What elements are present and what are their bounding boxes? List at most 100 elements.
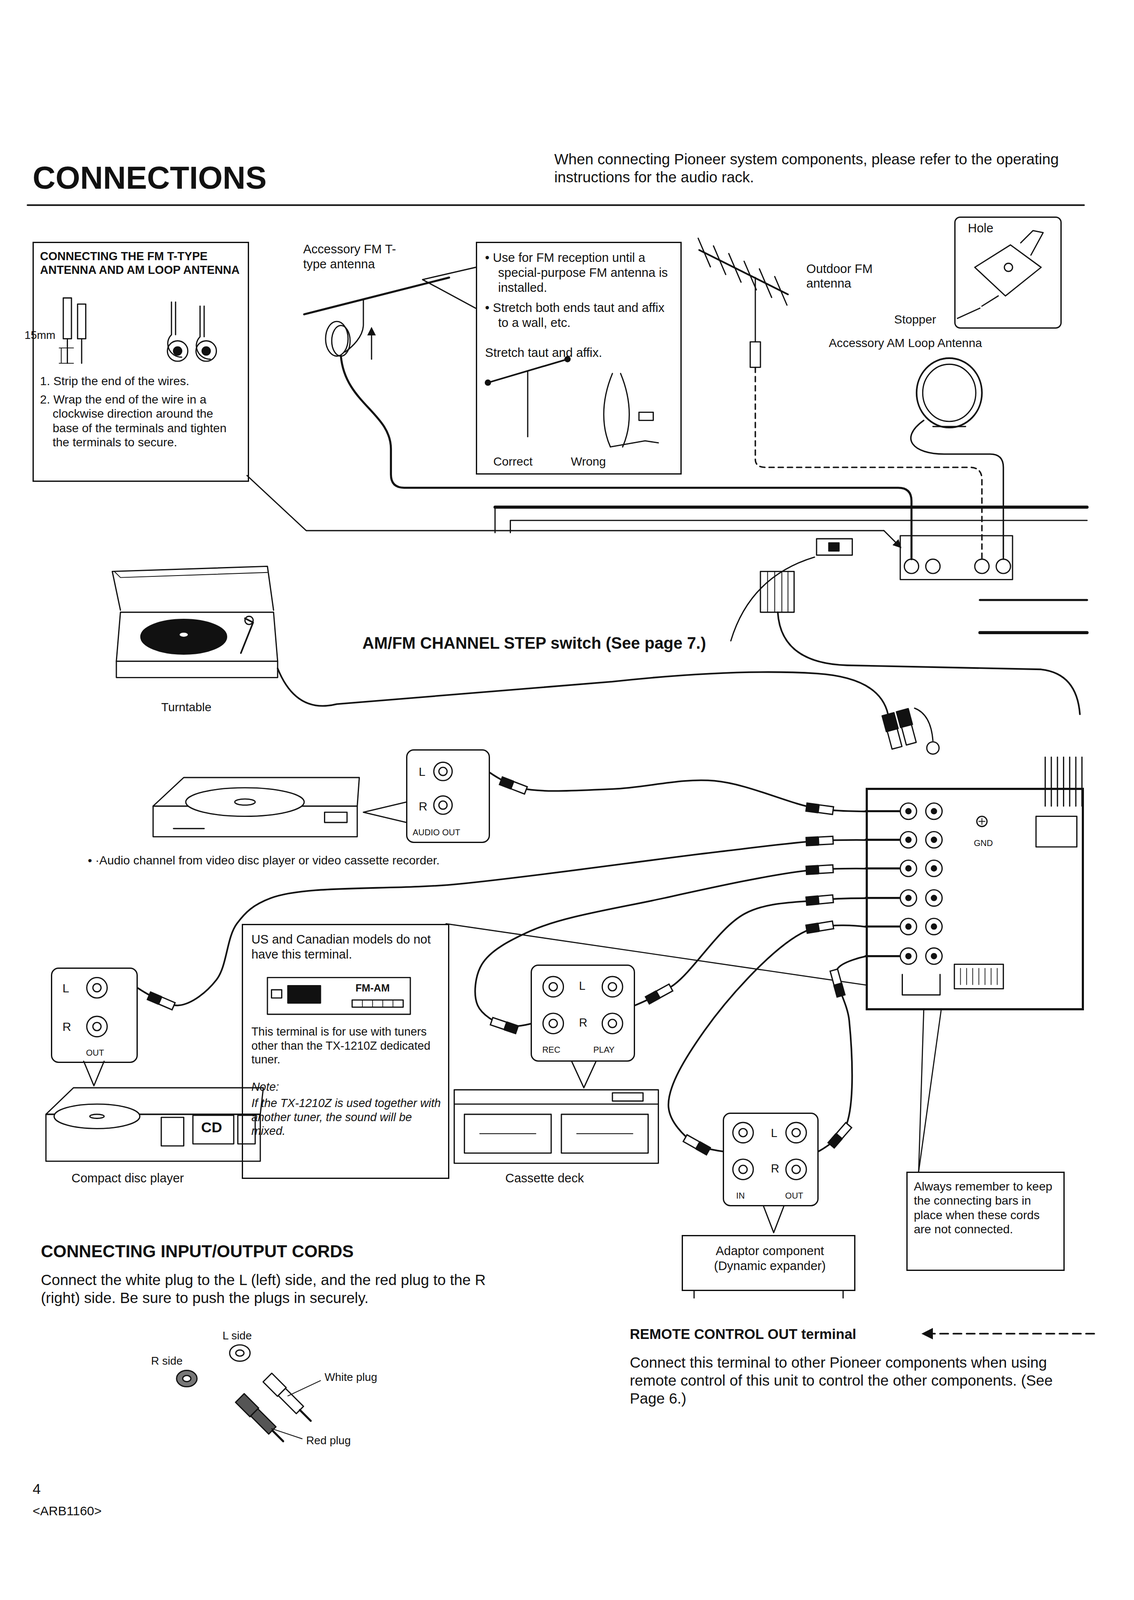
header-note: When connecting Pioneer system component… — [554, 150, 1075, 187]
rca-plug — [146, 991, 176, 1011]
receiver-rear-panel-detail — [905, 953, 912, 959]
fm-t-antenna — [371, 328, 373, 360]
leader-line — [246, 475, 884, 531]
antenna-feeder-dashed — [755, 367, 983, 559]
outdoor-fm-antenna — [698, 238, 789, 368]
box-text: CONNECTING THE FM T-TYPE ANTENNA AND AM … — [40, 249, 243, 278]
pointer — [763, 1206, 784, 1233]
turntable — [112, 566, 278, 678]
wire-strip-figure — [59, 347, 74, 364]
receiver-rear-panel-detail — [900, 803, 917, 820]
box-text: L — [578, 979, 594, 993]
antenna-cable — [341, 356, 912, 560]
terminal-figure — [167, 302, 182, 358]
part-label: Red plug — [306, 1433, 378, 1448]
fm-t-antenna — [422, 267, 476, 309]
jack-circles — [608, 982, 617, 991]
turntable — [112, 566, 274, 611]
leader-line — [730, 557, 815, 642]
audio-cable — [635, 898, 866, 1006]
receiver-rear-panel-detail — [902, 974, 941, 995]
turntable — [244, 616, 253, 625]
part-label: Compact disc player — [71, 1170, 225, 1186]
jack-panel: LRAUDIO OUT — [406, 749, 490, 844]
box-text: OUT — [785, 1190, 817, 1201]
turntable — [116, 612, 278, 662]
receiver-rear-panel-detail — [931, 837, 937, 843]
jack-circles — [439, 767, 448, 776]
box-text: Hole — [967, 220, 1030, 236]
receiver-rear-panel: GND — [865, 787, 1084, 1011]
callout-box: Always remember to keep the connecting b… — [906, 1171, 1065, 1271]
receiver-rear-panel-detail — [905, 808, 912, 814]
phono-plugs — [896, 708, 918, 746]
video-disc-player — [324, 812, 348, 823]
jack-circles — [86, 762, 807, 1180]
receiver-rear-top — [925, 559, 940, 574]
box-text: Note: — [251, 1080, 333, 1094]
rca-plug — [682, 1134, 712, 1156]
jack-panel: LROUT — [50, 967, 138, 1063]
jack-circles — [433, 795, 453, 815]
rca-plug — [805, 920, 835, 934]
page-number: 4 — [32, 1480, 54, 1498]
loop-stand-detail — [957, 308, 980, 319]
rca-plug — [644, 983, 674, 1005]
receiver-rear-panel-detail — [900, 860, 917, 877]
receiver-rear-panel-detail — [925, 831, 942, 848]
fm-t-antenna — [304, 267, 476, 360]
wire-strip-figure — [77, 304, 86, 339]
rca-plug — [805, 863, 834, 876]
receiver-rear-panel-detail — [931, 865, 937, 871]
note-box: • Use for FM reception until a special-p… — [475, 241, 683, 475]
receiver-rear-top — [979, 599, 1087, 602]
box-text: R — [770, 1161, 785, 1176]
receiver-rear-panel-detail — [1044, 756, 1082, 806]
outdoor-fm-antenna — [750, 341, 761, 368]
body-text: Connect this terminal to other Pioneer c… — [629, 1353, 1090, 1408]
box-text: PLAY — [593, 1044, 634, 1055]
rca-plug — [683, 1134, 700, 1149]
instruction-box: CONNECTING THE FM T-TYPE ANTENNA AND AM … — [32, 241, 250, 482]
box-text: Adaptor component (Dynamic expander) — [689, 1243, 851, 1274]
header-rule — [27, 204, 1084, 206]
wire-strip-figure — [59, 297, 86, 364]
box-text: • Stretch both ends taut and affix to a … — [485, 300, 677, 331]
terminal-figure — [201, 347, 211, 356]
receiver-rear-panel-detail — [905, 837, 912, 843]
rca-plug — [805, 835, 834, 847]
turntable — [116, 661, 278, 678]
cord-figure — [176, 1370, 198, 1387]
jack-circles — [92, 983, 101, 992]
fm-t-antenna — [331, 325, 351, 357]
rca-plug — [489, 1016, 520, 1035]
terminal-figure — [196, 305, 211, 360]
outdoor-fm-antenna — [754, 277, 757, 342]
leader-line — [918, 1010, 924, 1172]
jack-circles — [739, 1165, 748, 1174]
box-text: R — [578, 1015, 594, 1030]
phono-plugs — [926, 742, 940, 755]
loop-stand-detail — [1004, 263, 1013, 272]
section-heading: REMOTE CONTROL OUT terminal — [629, 1325, 916, 1343]
video-disc-player — [185, 787, 305, 817]
rca-plug — [829, 968, 846, 998]
box-text: 2. Wrap the end of the wire in a clockwi… — [40, 392, 243, 450]
cassette-deck — [454, 1089, 659, 1164]
box-text: L — [770, 1126, 785, 1140]
pointer — [363, 801, 407, 823]
loop-stand-detail — [982, 296, 999, 307]
receiver-rear-panel-detail — [900, 947, 917, 965]
receiver-rear-panel-detail — [905, 865, 912, 871]
rca-plug — [805, 802, 820, 814]
antenna-correct-figure — [485, 356, 570, 437]
rca-plug — [498, 776, 528, 796]
receiver-rear-panel-detail — [905, 923, 912, 930]
box-text: Wrong — [570, 454, 643, 470]
terminal-figure — [167, 302, 217, 362]
phono-plugs — [887, 728, 903, 750]
phono-plugs — [881, 708, 939, 755]
receiver-rear-top — [904, 559, 919, 574]
receiver-rear-panel-detail — [900, 889, 917, 906]
